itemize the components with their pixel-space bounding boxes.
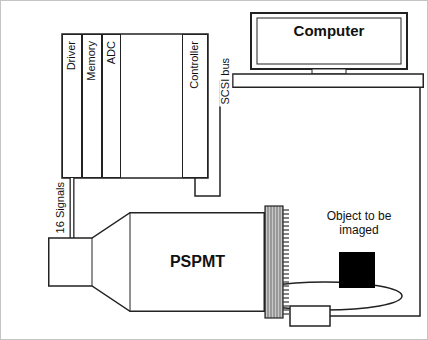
col-label: ADC bbox=[105, 41, 118, 64]
tube-seams bbox=[92, 213, 130, 312]
pspmt-outline bbox=[48, 212, 265, 312]
computer: Computer bbox=[232, 12, 424, 88]
signal-connector bbox=[72, 178, 73, 238]
ribbon-gap bbox=[71, 178, 73, 238]
stage-motor bbox=[290, 306, 330, 326]
imaged-object: Object to be imaged bbox=[310, 208, 408, 288]
monitor-frame bbox=[251, 13, 407, 69]
edge-label: 16 Signals bbox=[54, 180, 67, 235]
connector-line bbox=[70, 178, 75, 238]
computer-base bbox=[233, 74, 424, 87]
detector-pins bbox=[283, 208, 289, 316]
col-label: Controller bbox=[188, 41, 201, 89]
detector-face bbox=[265, 206, 283, 318]
motor-cable bbox=[330, 88, 420, 316]
edge-label: SCSI bus bbox=[219, 56, 232, 106]
driver-module: Driver bbox=[62, 34, 82, 178]
col-label: Driver bbox=[65, 41, 78, 70]
controller-module: Controller bbox=[182, 34, 208, 178]
computer-label: Computer bbox=[257, 22, 401, 40]
pspmt-label: PSPMT bbox=[130, 212, 265, 312]
col-label: Memory bbox=[85, 41, 98, 81]
tube-body bbox=[49, 213, 265, 312]
monitor-screen bbox=[257, 18, 401, 64]
memory-module: Memory bbox=[82, 34, 102, 178]
object-label: Object to be imaged bbox=[310, 208, 408, 238]
adc-module: ADC bbox=[102, 34, 121, 178]
pspmt-tube: PSPMT bbox=[48, 212, 265, 312]
object-block bbox=[339, 252, 375, 288]
electronics-rack bbox=[62, 34, 208, 178]
